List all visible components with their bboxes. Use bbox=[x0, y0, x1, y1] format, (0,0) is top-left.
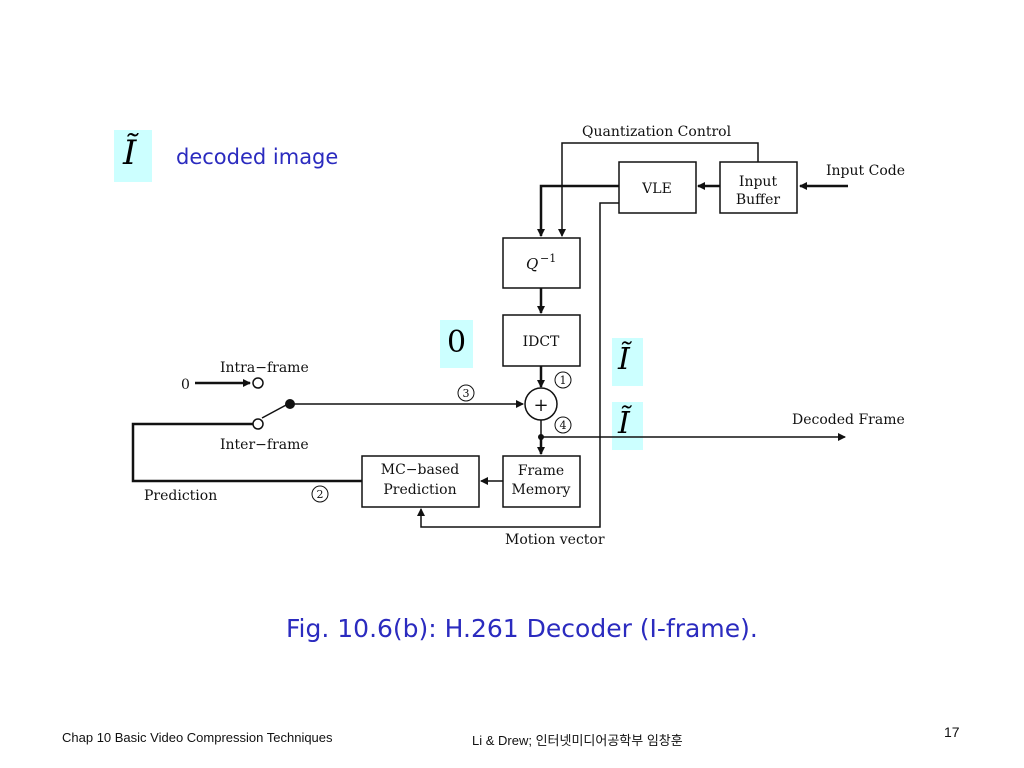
input-buffer-label-2: Buffer bbox=[736, 192, 781, 208]
motion-vector-line bbox=[417, 202, 619, 528]
quantization-control-label: Quantization Control bbox=[582, 124, 732, 140]
zero-input-label: 0 bbox=[181, 377, 190, 393]
footer-authors: Li & Drew; 인터넷미디어공학부 임창훈 bbox=[472, 733, 683, 748]
idct-label: IDCT bbox=[523, 334, 560, 350]
figure-caption: Fig. 10.6(b): H.261 Decoder (I-frame). bbox=[286, 614, 758, 643]
motion-vector-label: Motion vector bbox=[505, 532, 605, 548]
frame-memory-label-2: Memory bbox=[512, 482, 571, 498]
marker-2 bbox=[311, 485, 329, 503]
decoded-frame-label: Decoded Frame bbox=[792, 412, 905, 428]
legend-symbol-box: Ĩ bbox=[114, 130, 152, 182]
zero-annotation-box: 0 bbox=[440, 320, 473, 368]
page-number: 17 bbox=[944, 724, 960, 740]
zero-annotation: 0 bbox=[447, 325, 467, 360]
inter-frame-label: Inter−frame bbox=[220, 437, 309, 453]
mc-prediction-label-1: MC−based bbox=[381, 462, 460, 478]
i-tilde-annotation-box-2: Ĩ bbox=[612, 402, 643, 450]
prediction-feedback-line bbox=[131, 422, 362, 483]
input-code-label: Input Code bbox=[826, 163, 905, 179]
input-buffer-block bbox=[719, 161, 798, 214]
marker-3 bbox=[457, 384, 475, 402]
adder-symbol: + bbox=[533, 395, 548, 416]
prediction-label: Prediction bbox=[144, 488, 217, 504]
i-tilde-annotation-2: Ĩ bbox=[618, 406, 630, 441]
inverse-quantizer-label: Q bbox=[526, 255, 538, 273]
mc-prediction-block bbox=[361, 455, 480, 508]
marker-4 bbox=[554, 416, 572, 434]
marker-4-label: 4 bbox=[560, 419, 567, 432]
vle-block bbox=[618, 161, 697, 214]
i-tilde-annotation-1: Ĩ bbox=[618, 342, 630, 377]
vle-label: VLE bbox=[641, 181, 672, 197]
intra-frame-label: Intra−frame bbox=[220, 360, 309, 376]
input-buffer-label-1: Input bbox=[739, 174, 778, 190]
frame-memory-label-1: Frame bbox=[518, 463, 564, 479]
intra-frame-terminal bbox=[252, 377, 264, 389]
legend-symbol: Ĩ bbox=[123, 133, 137, 173]
mc-prediction-label-2: Prediction bbox=[383, 482, 456, 498]
switch-blade bbox=[261, 403, 289, 419]
marker-1 bbox=[554, 371, 572, 389]
marker-1-label: 1 bbox=[560, 374, 567, 387]
marker-2-label: 2 bbox=[317, 488, 324, 501]
idct-block bbox=[502, 314, 581, 367]
quantization-control-line bbox=[558, 142, 759, 237]
i-tilde-annotation-box-1: Ĩ bbox=[612, 338, 643, 386]
inter-frame-terminal bbox=[252, 418, 264, 430]
vle-to-q-arrow bbox=[537, 184, 619, 237]
footer-chapter: Chap 10 Basic Video Compression Techniqu… bbox=[62, 730, 333, 745]
legend-text: decoded image bbox=[176, 145, 339, 169]
inverse-quantizer-exponent: −1 bbox=[540, 252, 556, 265]
marker-3-label: 3 bbox=[463, 387, 470, 400]
inverse-quantizer-block bbox=[502, 237, 581, 289]
